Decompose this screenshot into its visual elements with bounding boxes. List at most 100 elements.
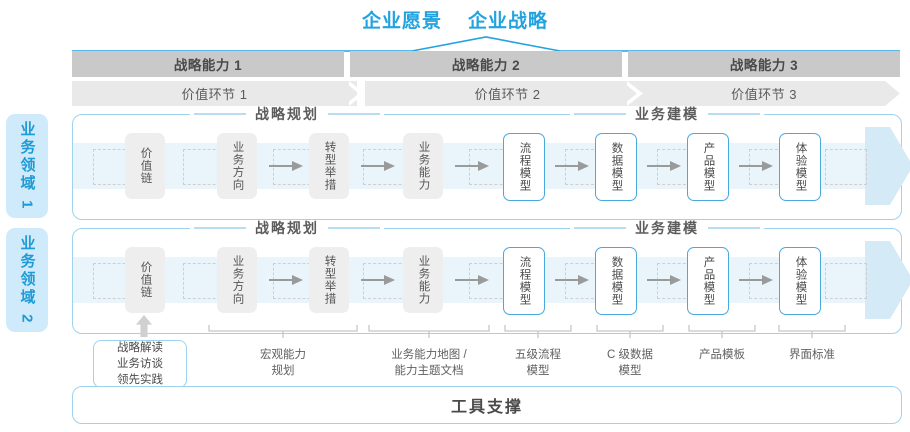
annotation-capability-map: 业务能力地图 / 能力主题文档	[359, 348, 499, 380]
rule-right	[708, 227, 760, 229]
arrow-connector	[177, 161, 211, 171]
tool-support-label: 工具支撑	[450, 399, 523, 416]
node-data-model[interactable]: 数据模型	[595, 247, 637, 315]
capability-label-3: 战略能力 3	[729, 58, 799, 73]
sidebar-item-domain-2[interactable]: 业务领域 2	[6, 228, 48, 332]
node-label: 转型举措	[323, 141, 336, 191]
capability-label-1: 战略能力 1	[173, 58, 243, 73]
annotation-macro-capability: 宏观能力 规划	[213, 348, 353, 380]
bracket-macro-capability	[208, 325, 358, 338]
title-enterprise-strategy: 企业战略	[468, 11, 549, 32]
node-business-direction[interactable]: 业务方向	[217, 133, 257, 199]
bracket-data-model	[596, 325, 664, 338]
node-data-model[interactable]: 数据模型	[595, 133, 637, 201]
value-link-band: 价值环节 1 价值环节 2 价值环节 3	[72, 81, 900, 106]
annotation-product-template: 产品模板	[682, 348, 762, 364]
node-experience-model[interactable]: 体验模型	[779, 133, 821, 201]
arrow-connector	[555, 161, 589, 171]
arrow-connector	[647, 275, 681, 285]
rule-left	[574, 227, 626, 229]
bracket-ui-standard	[778, 325, 846, 338]
node-label: 产品模型	[702, 256, 715, 306]
node-label: 业务方向	[231, 255, 244, 305]
section-title-planning-row-2: 战略规划	[190, 220, 384, 236]
value-link-label-3: 价值环节 3	[731, 87, 797, 102]
annotation-line: 产品模板	[699, 349, 745, 361]
bracket-capability-map	[368, 325, 490, 338]
rule-right	[708, 113, 760, 115]
annotation-data-model: C 级数据 模型	[590, 348, 670, 380]
node-label: 流程模型	[518, 256, 531, 306]
strategic-capability-band: 战略能力 1 战略能力 2 战略能力 3	[72, 51, 900, 77]
domain-label-1: 业务领域 1	[18, 120, 36, 212]
arrow-connector	[455, 275, 489, 285]
placeholder-cell	[825, 263, 867, 299]
annotation-line: 战略解读	[117, 341, 163, 354]
annotation-box-strategy-input[interactable]: 战略解读 业务访谈 领先实践	[93, 340, 187, 388]
arrow-connector	[269, 161, 303, 171]
node-business-capability[interactable]: 业务能力	[403, 247, 443, 313]
capability-cell-2[interactable]: 战略能力 2	[350, 51, 622, 77]
domain-row-2-panel: 价值链 业务方向 转型举措 业务能力 流程模型 数据模型 产品模型 体验模型	[72, 228, 910, 334]
capability-label-2: 战略能力 2	[451, 58, 521, 73]
arrow-connector	[455, 161, 489, 171]
arrow-connector	[739, 275, 773, 285]
rule-left	[194, 227, 246, 229]
value-link-cell-2[interactable]: 价值环节 2	[365, 81, 650, 106]
section-label: 战略规划	[255, 106, 319, 122]
arrow-connector	[269, 275, 303, 285]
section-title-planning-row-1: 战略规划	[190, 106, 384, 122]
capability-cell-1[interactable]: 战略能力 1	[72, 51, 344, 77]
annotation-line: 规划	[271, 364, 295, 377]
top-titles: 企业愿景 企业战略	[0, 6, 910, 33]
arrow-connector	[177, 275, 211, 285]
flow-arrow-row-2	[865, 241, 910, 319]
node-label: 业务能力	[417, 255, 430, 305]
node-experience-model[interactable]: 体验模型	[779, 247, 821, 315]
node-process-model[interactable]: 流程模型	[503, 247, 545, 315]
annotation-line: 模型	[618, 364, 642, 377]
node-process-model[interactable]: 流程模型	[503, 133, 545, 201]
node-transformation-measures[interactable]: 转型举措	[309, 247, 349, 313]
value-link-cell-1[interactable]: 价值环节 1	[72, 81, 357, 106]
annotation-process-model: 五级流程 模型	[498, 348, 578, 380]
capability-cell-3[interactable]: 战略能力 3	[628, 51, 900, 77]
node-label: 业务方向	[231, 141, 244, 191]
flow-arrow-row-1	[865, 127, 910, 205]
node-business-capability[interactable]: 业务能力	[403, 133, 443, 199]
arrow-connector	[647, 161, 681, 171]
section-label: 业务建模	[635, 106, 699, 122]
rule-left	[574, 113, 626, 115]
node-value-chain[interactable]: 价值链	[125, 247, 165, 313]
annotation-line: 界面标准	[789, 349, 835, 361]
annotation-line: 模型	[526, 364, 550, 377]
node-label: 体验模型	[794, 142, 807, 192]
node-product-model[interactable]: 产品模型	[687, 247, 729, 315]
value-link-cell-3[interactable]: 价值环节 3	[643, 81, 885, 106]
rule-right	[328, 227, 380, 229]
node-transformation-measures[interactable]: 转型举措	[309, 133, 349, 199]
bracket-process-model	[504, 325, 572, 338]
section-label: 战略规划	[255, 220, 319, 236]
annotation-line: C 级数据	[607, 349, 653, 361]
title-enterprise-vision: 企业愿景	[361, 11, 442, 32]
annotation-line: 能力主题文档	[394, 364, 464, 377]
rule-right	[328, 113, 380, 115]
node-business-direction[interactable]: 业务方向	[217, 247, 257, 313]
node-product-model[interactable]: 产品模型	[687, 133, 729, 201]
section-title-modeling-row-2: 业务建模	[570, 220, 764, 236]
node-label: 价值链	[139, 147, 152, 185]
value-link-label-1: 价值环节 1	[181, 87, 248, 102]
annotation-ui-standard: 界面标准	[772, 348, 852, 364]
node-label: 业务能力	[417, 141, 430, 191]
annotation-line: 业务访谈	[117, 357, 163, 370]
sidebar-item-domain-1[interactable]: 业务领域 1	[6, 114, 48, 218]
annotation-line: 领先实践	[117, 374, 163, 387]
node-value-chain[interactable]: 价值链	[125, 133, 165, 199]
node-label: 数据模型	[610, 142, 623, 192]
value-link-label-2: 价值环节 2	[474, 87, 541, 102]
section-label: 业务建模	[635, 220, 699, 236]
annotation-line: 五级流程	[515, 349, 561, 361]
node-label: 流程模型	[518, 142, 531, 192]
